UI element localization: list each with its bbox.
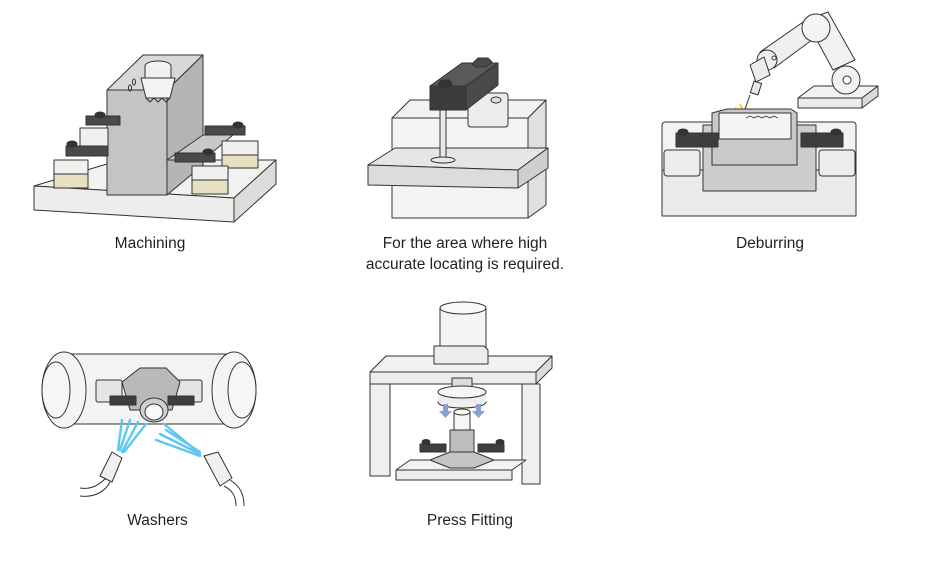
clamp-right-back	[204, 121, 259, 169]
workpiece-front	[106, 89, 168, 196]
press-arrows	[439, 404, 485, 418]
clamp-right-front	[174, 148, 229, 195]
caption-line: Deburring	[735, 235, 805, 252]
panel-press-fitting: Press Fitting	[350, 290, 590, 566]
caption-locating: For the area where high accurate locatin…	[310, 233, 620, 275]
panel-washers: Washers	[0, 300, 300, 566]
locating-illustration	[367, 57, 549, 219]
base-plate-side	[233, 159, 277, 223]
press-fitting-illustration	[369, 301, 553, 485]
panel-locating: For the area where high accurate locatin…	[310, 0, 620, 290]
caption-washers: Washers	[0, 510, 315, 531]
deburring-illustration	[661, 11, 879, 217]
caption-line: For the area where high	[382, 235, 548, 252]
panel-deburring: Deburring	[640, 0, 930, 270]
caption-line: Machining	[114, 235, 186, 252]
caption-line: Washers	[127, 512, 188, 529]
panel-machining: Machining	[0, 0, 300, 270]
machining-illustration	[33, 54, 277, 223]
washers-illustration	[41, 351, 257, 507]
caption-press-fitting: Press Fitting	[350, 510, 590, 531]
caption-line: accurate locating is required.	[365, 256, 565, 273]
clamp-left-front	[53, 140, 109, 189]
caption-machining: Machining	[0, 233, 300, 254]
spray-jets	[116, 418, 202, 458]
caption-deburring: Deburring	[640, 233, 900, 254]
caption-line: Press Fitting	[426, 512, 514, 529]
